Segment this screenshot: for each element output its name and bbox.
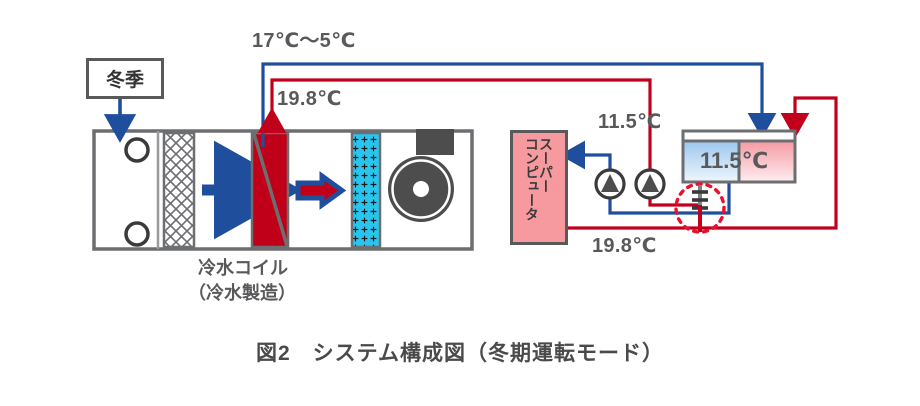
season-badge: 冬季 bbox=[86, 58, 164, 99]
supply-temp-range-label: 17℃〜5℃ bbox=[252, 30, 356, 52]
sc-return-temp-label: 19.8℃ bbox=[592, 235, 657, 257]
hot-water-return-loop bbox=[568, 96, 838, 230]
coil-return-temp-label: 19.8℃ bbox=[277, 88, 342, 110]
airflow-arrow-downstream bbox=[295, 171, 347, 210]
three-way-valve bbox=[674, 182, 726, 234]
air-handling-unit bbox=[92, 129, 474, 251]
fan-assembly bbox=[388, 129, 454, 222]
damper-roller-bottom bbox=[124, 221, 150, 247]
figure-caption: 図2 システム構成図（冬期運転モード） bbox=[255, 342, 665, 365]
season-label: 冬季 bbox=[105, 70, 144, 91]
thermal-storage-tank bbox=[681, 129, 797, 184]
cooling-coil bbox=[250, 131, 290, 249]
supercomputer-label-left: コンピュータ bbox=[524, 137, 540, 221]
supercomputer-box: スーパー コンピュータ bbox=[510, 130, 568, 245]
cold-water-pipe bbox=[261, 62, 777, 147]
valve-highlight-circle bbox=[674, 182, 726, 234]
coil-name-line1: 冷水コイル bbox=[198, 258, 288, 278]
pump-cold-loop bbox=[594, 168, 626, 200]
tank-temp-label: 11.5℃ bbox=[700, 148, 769, 173]
pump-warm-loop bbox=[634, 168, 666, 200]
filter-element bbox=[162, 131, 196, 249]
hot-water-pipe-to-coil bbox=[257, 78, 652, 186]
supercomputer-label-right: スーパー bbox=[538, 137, 554, 193]
coil-name-line2: （冷水製造） bbox=[188, 283, 296, 303]
humidifier-element bbox=[350, 131, 382, 249]
tank-warm-chamber bbox=[737, 139, 797, 184]
damper-roller-top bbox=[124, 137, 150, 163]
chiller-supply-temp-label: 11.5℃ bbox=[598, 111, 662, 133]
